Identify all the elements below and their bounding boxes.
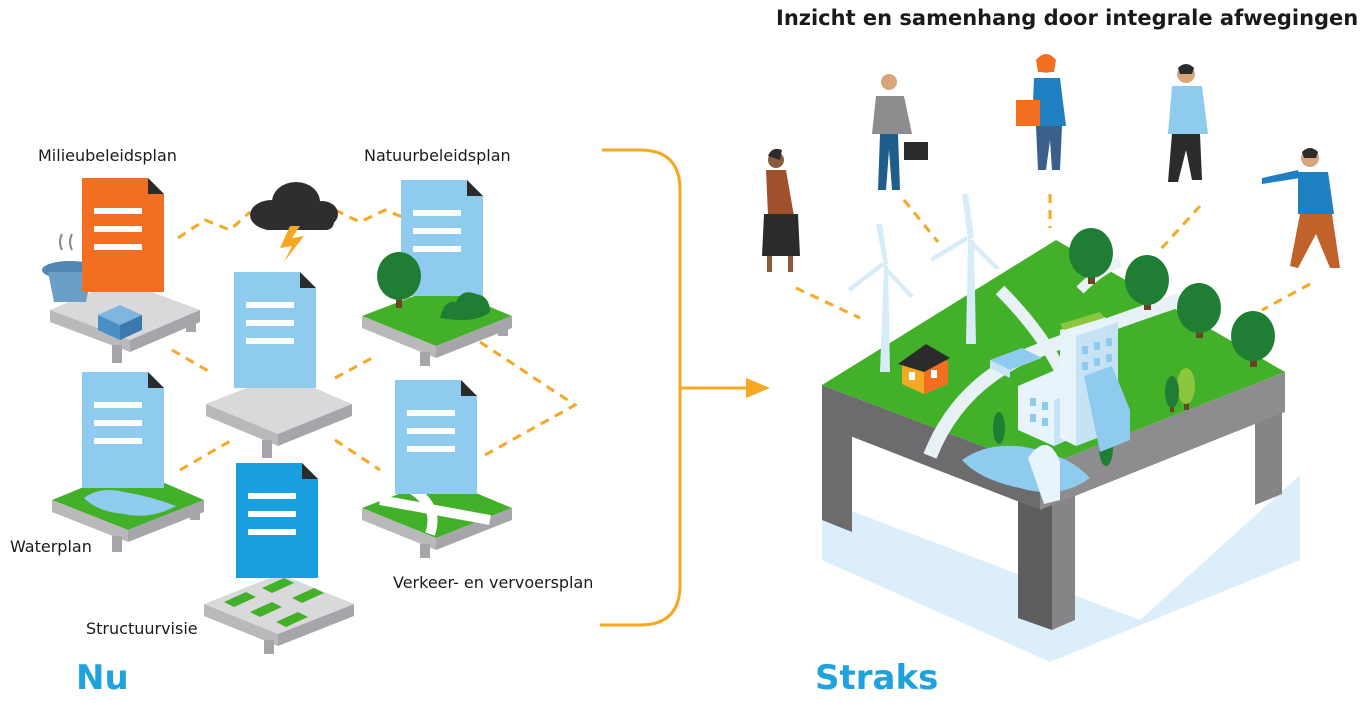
label-verkeer-en-vervoersplan: Verkeer- en vervoersplan (393, 573, 594, 592)
headline: Inzicht en samenhang door integrale afwe… (776, 6, 1359, 30)
caption-nu: Nu (76, 658, 129, 698)
building-icon (990, 312, 1130, 504)
label-natuurbeleidsplan: Natuurbeleidsplan (364, 146, 511, 165)
wind-turbine-icon (848, 194, 1000, 372)
table-platform (822, 240, 1285, 630)
person-icon (1016, 54, 1066, 170)
left-connectors (171, 208, 578, 472)
house-icon (898, 344, 950, 394)
label-structuurvisie: Structuurvisie (86, 619, 198, 638)
person-icon (1168, 64, 1208, 182)
person-icon (872, 74, 928, 190)
verkeer-tile (362, 380, 512, 558)
label-waterplan: Waterplan (10, 537, 92, 556)
structuur-tile (204, 463, 354, 654)
right-connectors (795, 194, 1311, 320)
water-tile (52, 372, 204, 552)
milieu-tile (42, 178, 200, 363)
center-tile (206, 272, 352, 458)
person-icon (1262, 148, 1340, 268)
person-icon (762, 148, 800, 272)
bracket-arrow (600, 148, 770, 627)
label-milieubeleidsplan: Milieubeleidsplan (38, 146, 177, 165)
storm-cloud-icon (250, 182, 338, 262)
caption-straks: Straks (815, 658, 939, 698)
natuur-tile (362, 180, 512, 366)
